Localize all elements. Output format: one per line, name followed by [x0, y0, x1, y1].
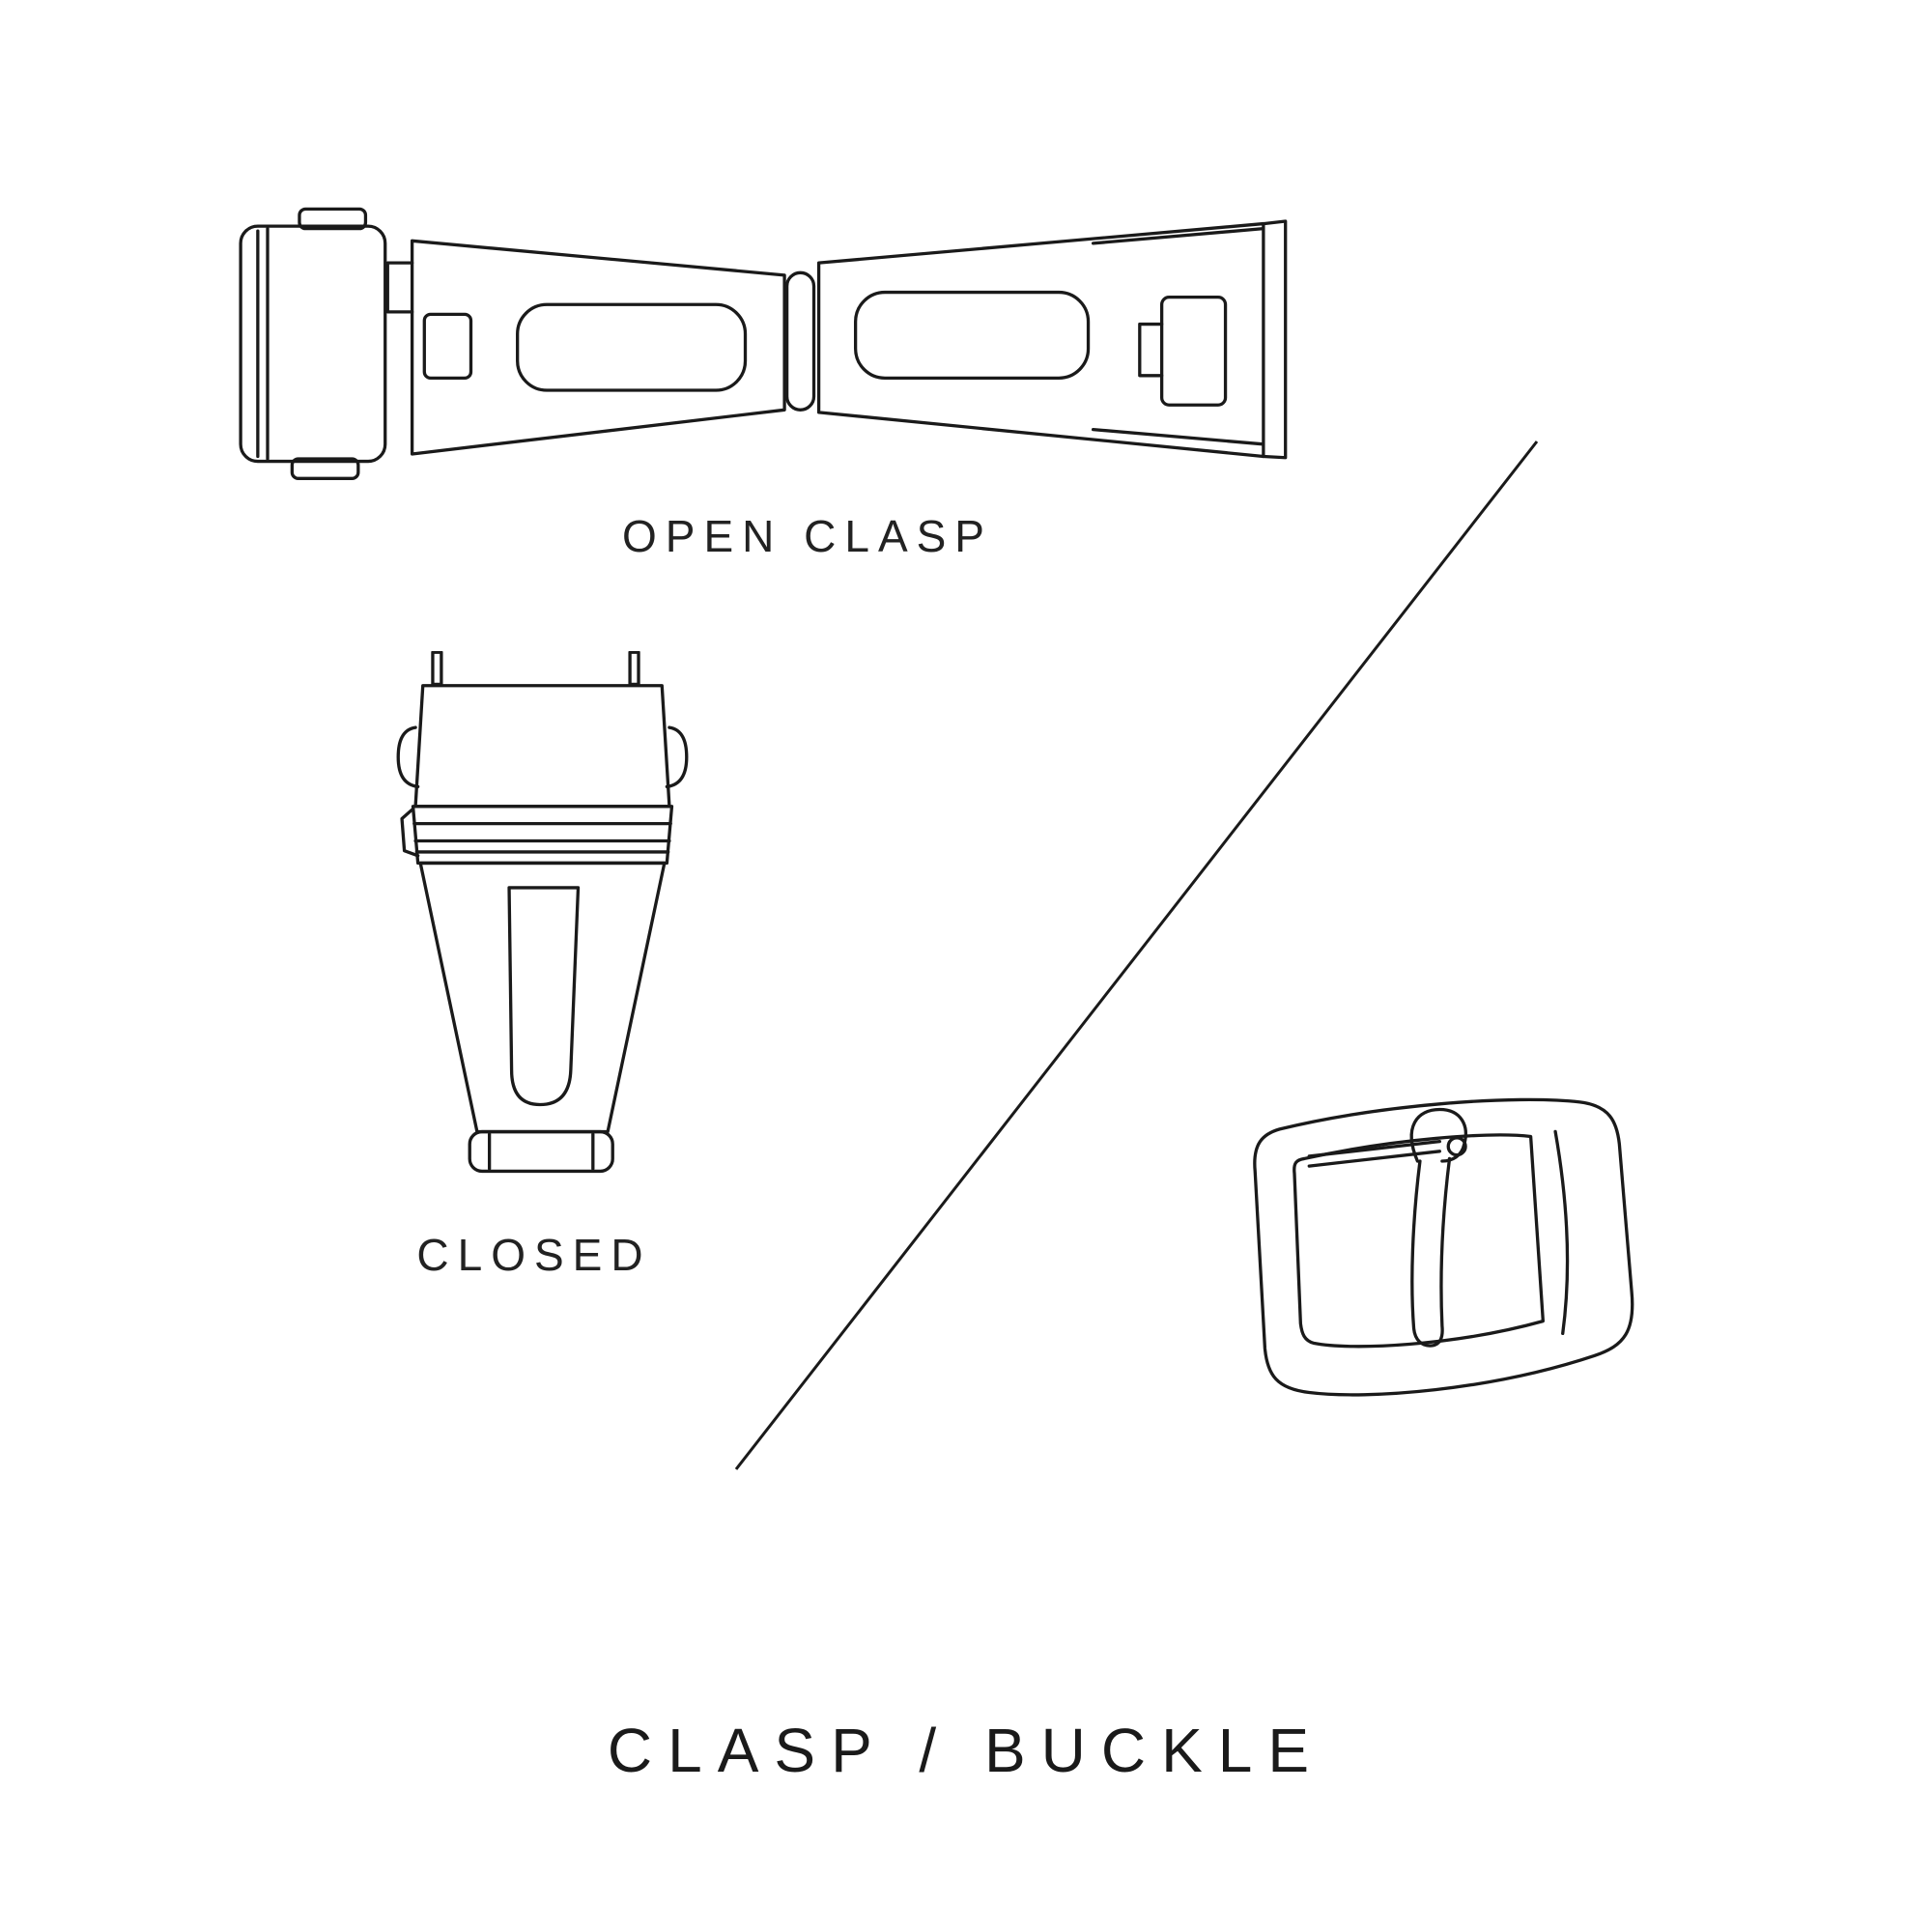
- open-clasp-right-arm: [816, 219, 1288, 460]
- closed-clasp-illustration: [388, 651, 696, 1187]
- buckle-prong: [1409, 1107, 1467, 1348]
- closed-clasp-prongs: [431, 651, 640, 687]
- closed-clasp-cover: [396, 684, 689, 809]
- closed-clasp-body: [418, 861, 667, 1134]
- buckle-illustration: [1233, 1085, 1639, 1417]
- open-clasp-left-arm: [385, 239, 786, 456]
- closed-clasp-band: [400, 805, 674, 866]
- buckle-frame: [1253, 1097, 1634, 1397]
- open-clasp-illustration: [228, 185, 1294, 491]
- open-clasp-label: OPEN CLASP: [622, 511, 993, 561]
- open-clasp-left-endlink: [239, 207, 387, 480]
- closed-clasp-label: CLOSED: [416, 1230, 652, 1280]
- page-title: CLASP / BUCKLE: [607, 1716, 1325, 1785]
- closed-clasp-endlink: [468, 1129, 614, 1174]
- open-clasp-hinge: [784, 270, 816, 412]
